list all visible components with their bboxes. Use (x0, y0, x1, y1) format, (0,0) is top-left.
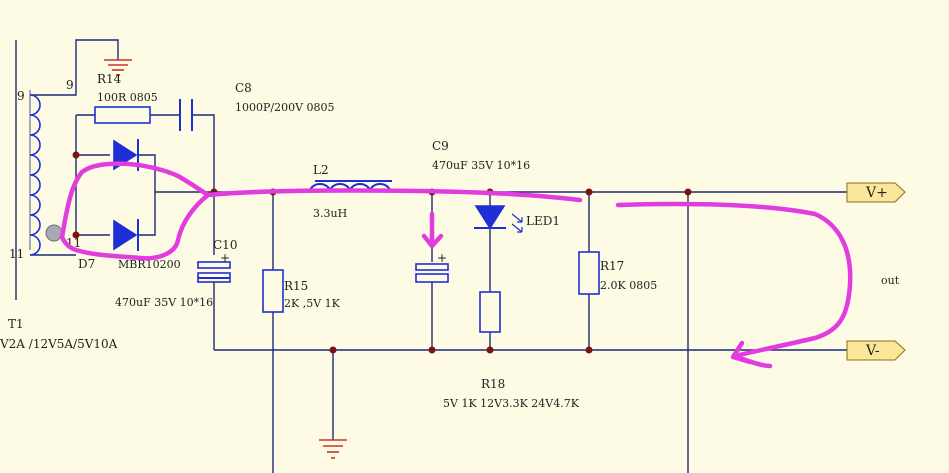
l2-ref: L2 (313, 163, 329, 177)
led1-ref: LED1 (526, 214, 560, 228)
d7-diode-bottom[interactable] (113, 219, 139, 251)
r14-ref: R14 (97, 72, 122, 86)
current-path-annotation (59, 161, 853, 369)
wire-diode-right (138, 154, 156, 236)
r17-ref: R17 (600, 259, 624, 273)
transformer-pin-top-label: 9 (17, 89, 25, 103)
c10-polarity: + (220, 251, 230, 265)
c8-ref: C8 (235, 81, 252, 95)
c10-value: 470uF 35V 10*16 (115, 296, 213, 309)
transformer-pin-top-inner-label: 9 (66, 78, 74, 92)
junction-dot (684, 188, 692, 196)
r17-value: 2.0K 0805 (600, 279, 657, 292)
wire-c8-right (192, 114, 215, 192)
junction-dot (72, 151, 80, 159)
r18-resistor[interactable] (479, 291, 501, 333)
port-vplus-label: V+ (865, 185, 888, 201)
c9-ref: C9 (432, 139, 449, 153)
junction-dot (585, 188, 593, 196)
transformer-coil (29, 94, 41, 256)
c9-value: 470uF 35V 10*16 (432, 159, 530, 172)
c8-value: 1000P/200V 0805 (235, 101, 335, 114)
junction-dot (585, 346, 593, 354)
transformer-rating: V2A /12V5A/5V10A (0, 337, 118, 351)
transformer-ref: T1 (8, 317, 24, 331)
d7-value: MBR10200 (118, 258, 181, 271)
pin-marker-icon (45, 224, 63, 242)
r15-resistor[interactable] (262, 269, 284, 313)
d7-ref: D7 (78, 257, 95, 271)
r14-resistor[interactable] (94, 106, 151, 124)
ground-icon (319, 439, 347, 459)
r18-value: 5V 1K 12V3.3K 24V4.7K (443, 397, 580, 410)
c10-ref: C10 (213, 238, 237, 252)
r17-resistor[interactable] (578, 251, 600, 295)
transformer-pin-bottom-label: 11 (9, 247, 24, 261)
r14-value: 100R 0805 (97, 91, 158, 104)
ground-icon (104, 59, 132, 76)
r15-ref: R15 (284, 279, 308, 293)
l2-value: 3.3uH (313, 207, 347, 220)
r15-value: 2K ,5V 1K (284, 297, 341, 310)
junction-dot (486, 346, 494, 354)
port-vminus-label: V- (865, 343, 880, 359)
c9-polarity: + (437, 251, 447, 265)
c9-capacitor[interactable] (415, 263, 449, 283)
led1-diode[interactable] (474, 205, 523, 233)
junction-dot (428, 346, 436, 354)
out-label: out (881, 274, 900, 287)
junction-dot (72, 231, 80, 239)
port-vplus[interactable]: V+ (846, 182, 906, 203)
wire-pin9-ground (30, 39, 119, 96)
port-vminus[interactable]: V- (846, 340, 906, 361)
junction-dot (329, 346, 337, 354)
r18-ref: R18 (481, 377, 505, 391)
c10-capacitor[interactable] (197, 261, 231, 283)
